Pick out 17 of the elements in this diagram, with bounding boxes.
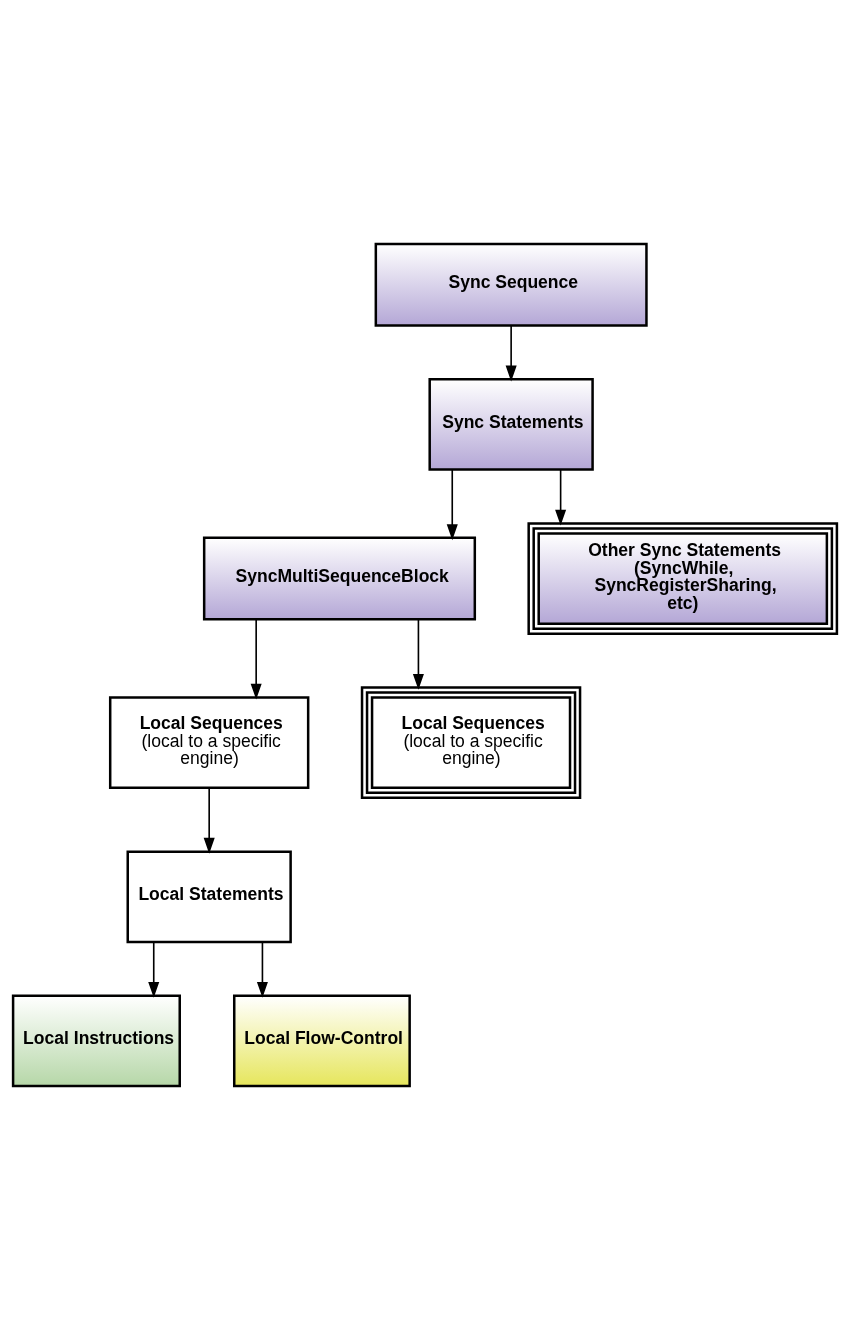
node-box: Other Sync Statements (SyncWhile, SyncRegisterSharing, etc) bbox=[527, 522, 839, 635]
arrow bbox=[446, 469, 458, 541]
node-box: Local Sequences (local to a specific engine) bbox=[108, 696, 310, 790]
node-box: Sync Statements bbox=[428, 378, 594, 471]
arrow bbox=[256, 941, 268, 998]
node-box: SyncMultiSequenceBlock bbox=[202, 536, 477, 621]
arrow bbox=[505, 324, 517, 382]
node-box: Local Instructions bbox=[11, 994, 181, 1088]
arrow bbox=[250, 618, 262, 700]
arrow bbox=[412, 618, 424, 690]
arrow bbox=[148, 941, 160, 998]
arrow bbox=[555, 469, 567, 526]
node-box: Local Statements bbox=[126, 850, 292, 944]
node-box: Local Flow-Control bbox=[233, 994, 411, 1088]
arrow bbox=[203, 787, 215, 854]
node-box: Sync Sequence bbox=[374, 242, 648, 327]
node-box: Local Sequences (local to a specific engine) bbox=[360, 686, 582, 800]
